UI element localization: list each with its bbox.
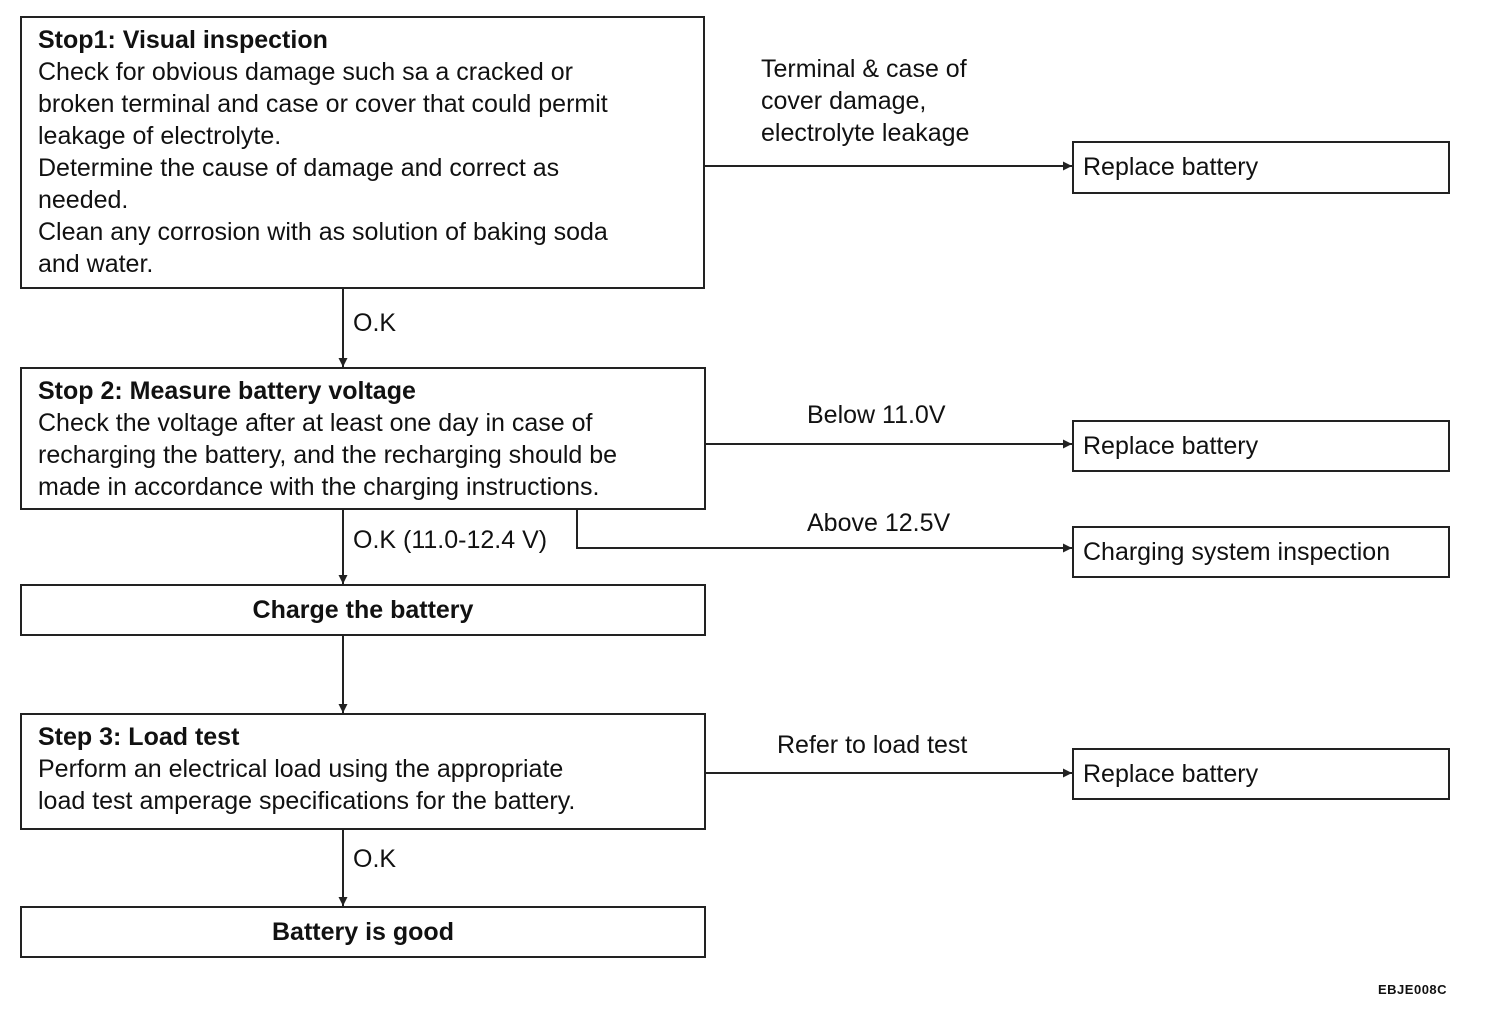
step3-line: Perform an electrical load using the app… [38, 755, 564, 783]
result-charging-system-inspection: Charging system inspection [1072, 526, 1450, 578]
result-replace-battery-3: Replace battery [1072, 748, 1450, 800]
step2-description: Check the voltage after at least one day… [38, 407, 690, 503]
edge-label-below-11v: Below 11.0V [807, 401, 946, 429]
result-label: Replace battery [1083, 153, 1259, 181]
result-label: Replace battery [1083, 431, 1259, 460]
step1-line: needed. [38, 186, 129, 214]
result-replace-battery-2: Replace battery [1072, 420, 1450, 472]
edge-label-above-12-5v: Above 12.5V [807, 509, 951, 537]
step1-description: Check for obvious damage such sa a crack… [38, 56, 689, 280]
battery-good-label: Battery is good [272, 917, 454, 946]
figure-code: EBJE008C [1378, 982, 1448, 997]
battery-good-box: Battery is good [20, 906, 706, 958]
step3-box: Step 3: Load test Perform an electrical … [20, 713, 706, 830]
step2-box: Stop 2: Measure battery voltage Check th… [20, 367, 706, 510]
charge-battery-box: Charge the battery [20, 584, 706, 636]
step1-box: Stop1: Visual inspection Check for obvio… [20, 16, 705, 289]
edge-label-line: cover damage, [761, 87, 927, 115]
edge-label-step1-ok: O.K [353, 309, 397, 337]
step3-description: Perform an electrical load using the app… [38, 753, 690, 817]
step2-line: Check the voltage after at least one day… [38, 409, 593, 437]
step1-line: broken terminal and case or cover that c… [38, 90, 608, 118]
edge-label-step3-ok: O.K [353, 845, 397, 873]
step1-line: leakage of electrolyte. [38, 122, 282, 150]
edge-label-line: electrolyte leakage [761, 119, 970, 147]
step1-title: Stop1: Visual inspection [38, 26, 328, 54]
step1-line: Check for obvious damage such sa a crack… [38, 58, 573, 86]
step2-line: recharging the battery, and the rechargi… [38, 441, 618, 469]
edge-label-line: Terminal & case of [761, 55, 967, 83]
edge-label-damage: Terminal & case of cover damage, electro… [761, 53, 969, 149]
step2-title: Stop 2: Measure battery voltage [38, 377, 416, 405]
step1-line: and water. [38, 250, 154, 278]
result-label: Replace battery [1083, 759, 1259, 788]
result-replace-battery-1: Replace battery [1072, 141, 1450, 194]
result-label: Charging system inspection [1083, 537, 1391, 566]
charge-battery-label: Charge the battery [252, 595, 474, 624]
step3-title: Step 3: Load test [38, 723, 240, 751]
edge-label-refer-load-test: Refer to load test [777, 731, 968, 759]
step2-line: made in accordance with the charging ins… [38, 473, 600, 501]
arrow-step2-to-charging-inspection [576, 509, 1072, 553]
edge-label-step2-ok: O.K (11.0-12.4 V) [353, 526, 548, 554]
step1-line: Clean any corrosion with as solution of … [38, 218, 608, 246]
step3-line: load test amperage specifications for th… [38, 787, 576, 815]
step1-line: Determine the cause of damage and correc… [38, 154, 560, 182]
